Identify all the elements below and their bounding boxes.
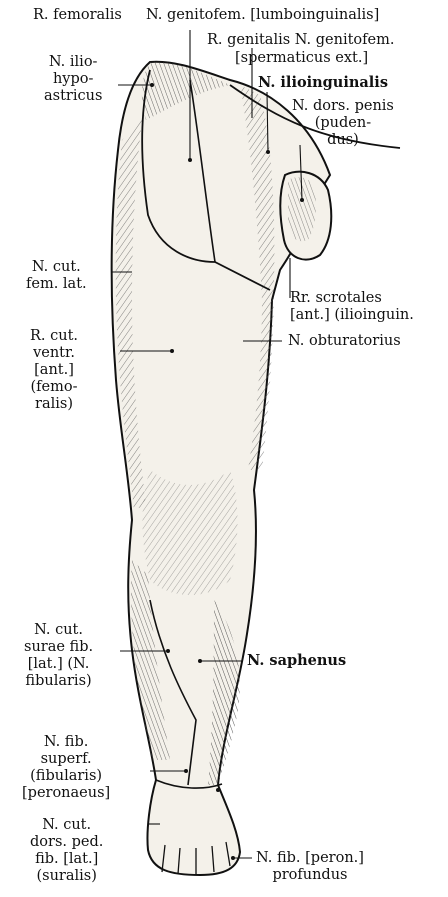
cut-surae-line-3: [lat.] (N. [24,656,93,673]
label-cut-surae: N. cut. surae fib. [lat.] (N. fibularis) [24,622,93,690]
cut-dors-ped-line-3: fib. [lat.] [30,851,103,868]
r-cut-ventr-line-4: (femo- [30,379,78,396]
iliohypo-line-2: hypo- [44,71,102,88]
cut-dors-ped-line-1: N. cut. [30,817,103,834]
r-cut-ventr-line-2: ventr. [30,345,78,362]
fib-superf-line-4: [peronaeus] [22,785,110,802]
cut-surae-line-2: surae fib. [24,639,93,656]
dors-penis-line-1: N. dors. penis [292,98,394,115]
label-dors-penis: N. dors. penis (puden- dus) [292,98,394,149]
iliohypo-line-3: astricus [44,88,102,105]
r-cut-ventr-line-1: R. cut. [30,328,78,345]
label-cut-fem-lat: N. cut. fem. lat. [26,259,87,293]
scrotales-line-2: [ant.] (ilioinguin. [290,307,414,324]
label-ilioinguinalis: N. ilioinguinalis [258,74,388,91]
dors-penis-line-2: (puden- [292,115,394,132]
cut-dors-ped-line-2: dors. ped. [30,834,103,851]
fib-profundus-line-1: N. fib. [peron.] [256,850,364,867]
label-iliohypogastricus: N. ilio- hypo- astricus [44,54,102,105]
cut-surae-line-1: N. cut. [24,622,93,639]
r-cut-ventr-line-3: [ant.] [30,362,78,379]
scrotales-line-1: Rr. scrotales [290,290,414,307]
cut-dors-ped-line-4: (suralis) [30,868,103,885]
knee-shading [143,470,238,595]
label-r-genitalis: R. genitalis N. genitofem. [207,32,394,49]
iliohypo-line-1: N. ilio- [44,54,102,71]
fib-profundus-line-2: profundus [256,867,364,884]
r-cut-ventr-line-5: ralis) [30,396,78,413]
cut-fem-lat-line-2: fem. lat. [26,276,87,293]
dors-penis-line-3: dus) [292,132,394,149]
fib-superf-line-1: N. fib. [22,734,110,751]
label-scrotales: Rr. scrotales [ant.] (ilioinguin. [290,290,414,324]
fib-superf-line-2: superf. [22,751,110,768]
label-spermaticus: [spermaticus ext.] [235,50,368,67]
label-fib-profundus: N. fib. [peron.] profundus [256,850,364,884]
label-r-femoralis: R. femoralis [33,7,122,24]
label-n-genitofem-lumbo: N. genitofem. [lumboinguinalis] [146,7,379,24]
label-saphenus: N. saphenus [247,652,346,669]
label-fib-superf: N. fib. superf. (fibularis) [peronaeus] [22,734,110,802]
label-obturatorius: N. obturatorius [288,333,401,350]
cut-fem-lat-line-1: N. cut. [26,259,87,276]
label-cut-dors-ped: N. cut. dors. ped. fib. [lat.] (suralis) [30,817,103,885]
cut-surae-line-4: fibularis) [24,673,93,690]
fib-superf-line-3: (fibularis) [22,768,110,785]
label-r-cut-ventr: R. cut. ventr. [ant.] (femo- ralis) [30,328,78,413]
